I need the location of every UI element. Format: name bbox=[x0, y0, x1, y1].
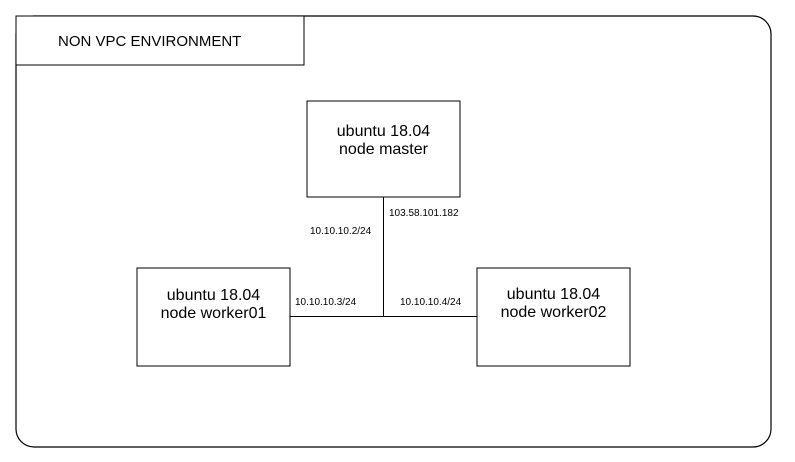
node-worker01-label: ubuntu 18.04 node worker01 bbox=[137, 287, 290, 322]
environment-title-box bbox=[15, 15, 305, 66]
node-worker02-box bbox=[476, 267, 631, 367]
node-worker02-name: node worker02 bbox=[500, 303, 607, 321]
worker01-ip-label: 10.10.10.3/24 bbox=[295, 297, 357, 308]
master-public-ip-label: 103.58.101.182 bbox=[389, 208, 459, 219]
master-private-ip-label: 10.10.10.2/24 bbox=[310, 226, 372, 237]
node-worker02-label: ubuntu 18.04 node worker02 bbox=[477, 286, 630, 321]
node-worker01-os: ubuntu 18.04 bbox=[166, 287, 261, 304]
worker02-ip-label: 10.10.10.4/24 bbox=[400, 297, 462, 308]
node-master-box bbox=[306, 100, 461, 198]
node-master-label: ubuntu 18.04 node master bbox=[307, 123, 460, 158]
node-worker01-box bbox=[136, 267, 291, 367]
node-worker01-name: node worker01 bbox=[160, 304, 267, 322]
node-master-name: node master bbox=[339, 140, 428, 158]
node-master-os: ubuntu 18.04 bbox=[336, 123, 431, 140]
environment-boundary bbox=[15, 15, 772, 448]
environment-title: NON VPC ENVIRONMENT bbox=[58, 33, 242, 50]
node-worker02-os: ubuntu 18.04 bbox=[506, 286, 601, 303]
